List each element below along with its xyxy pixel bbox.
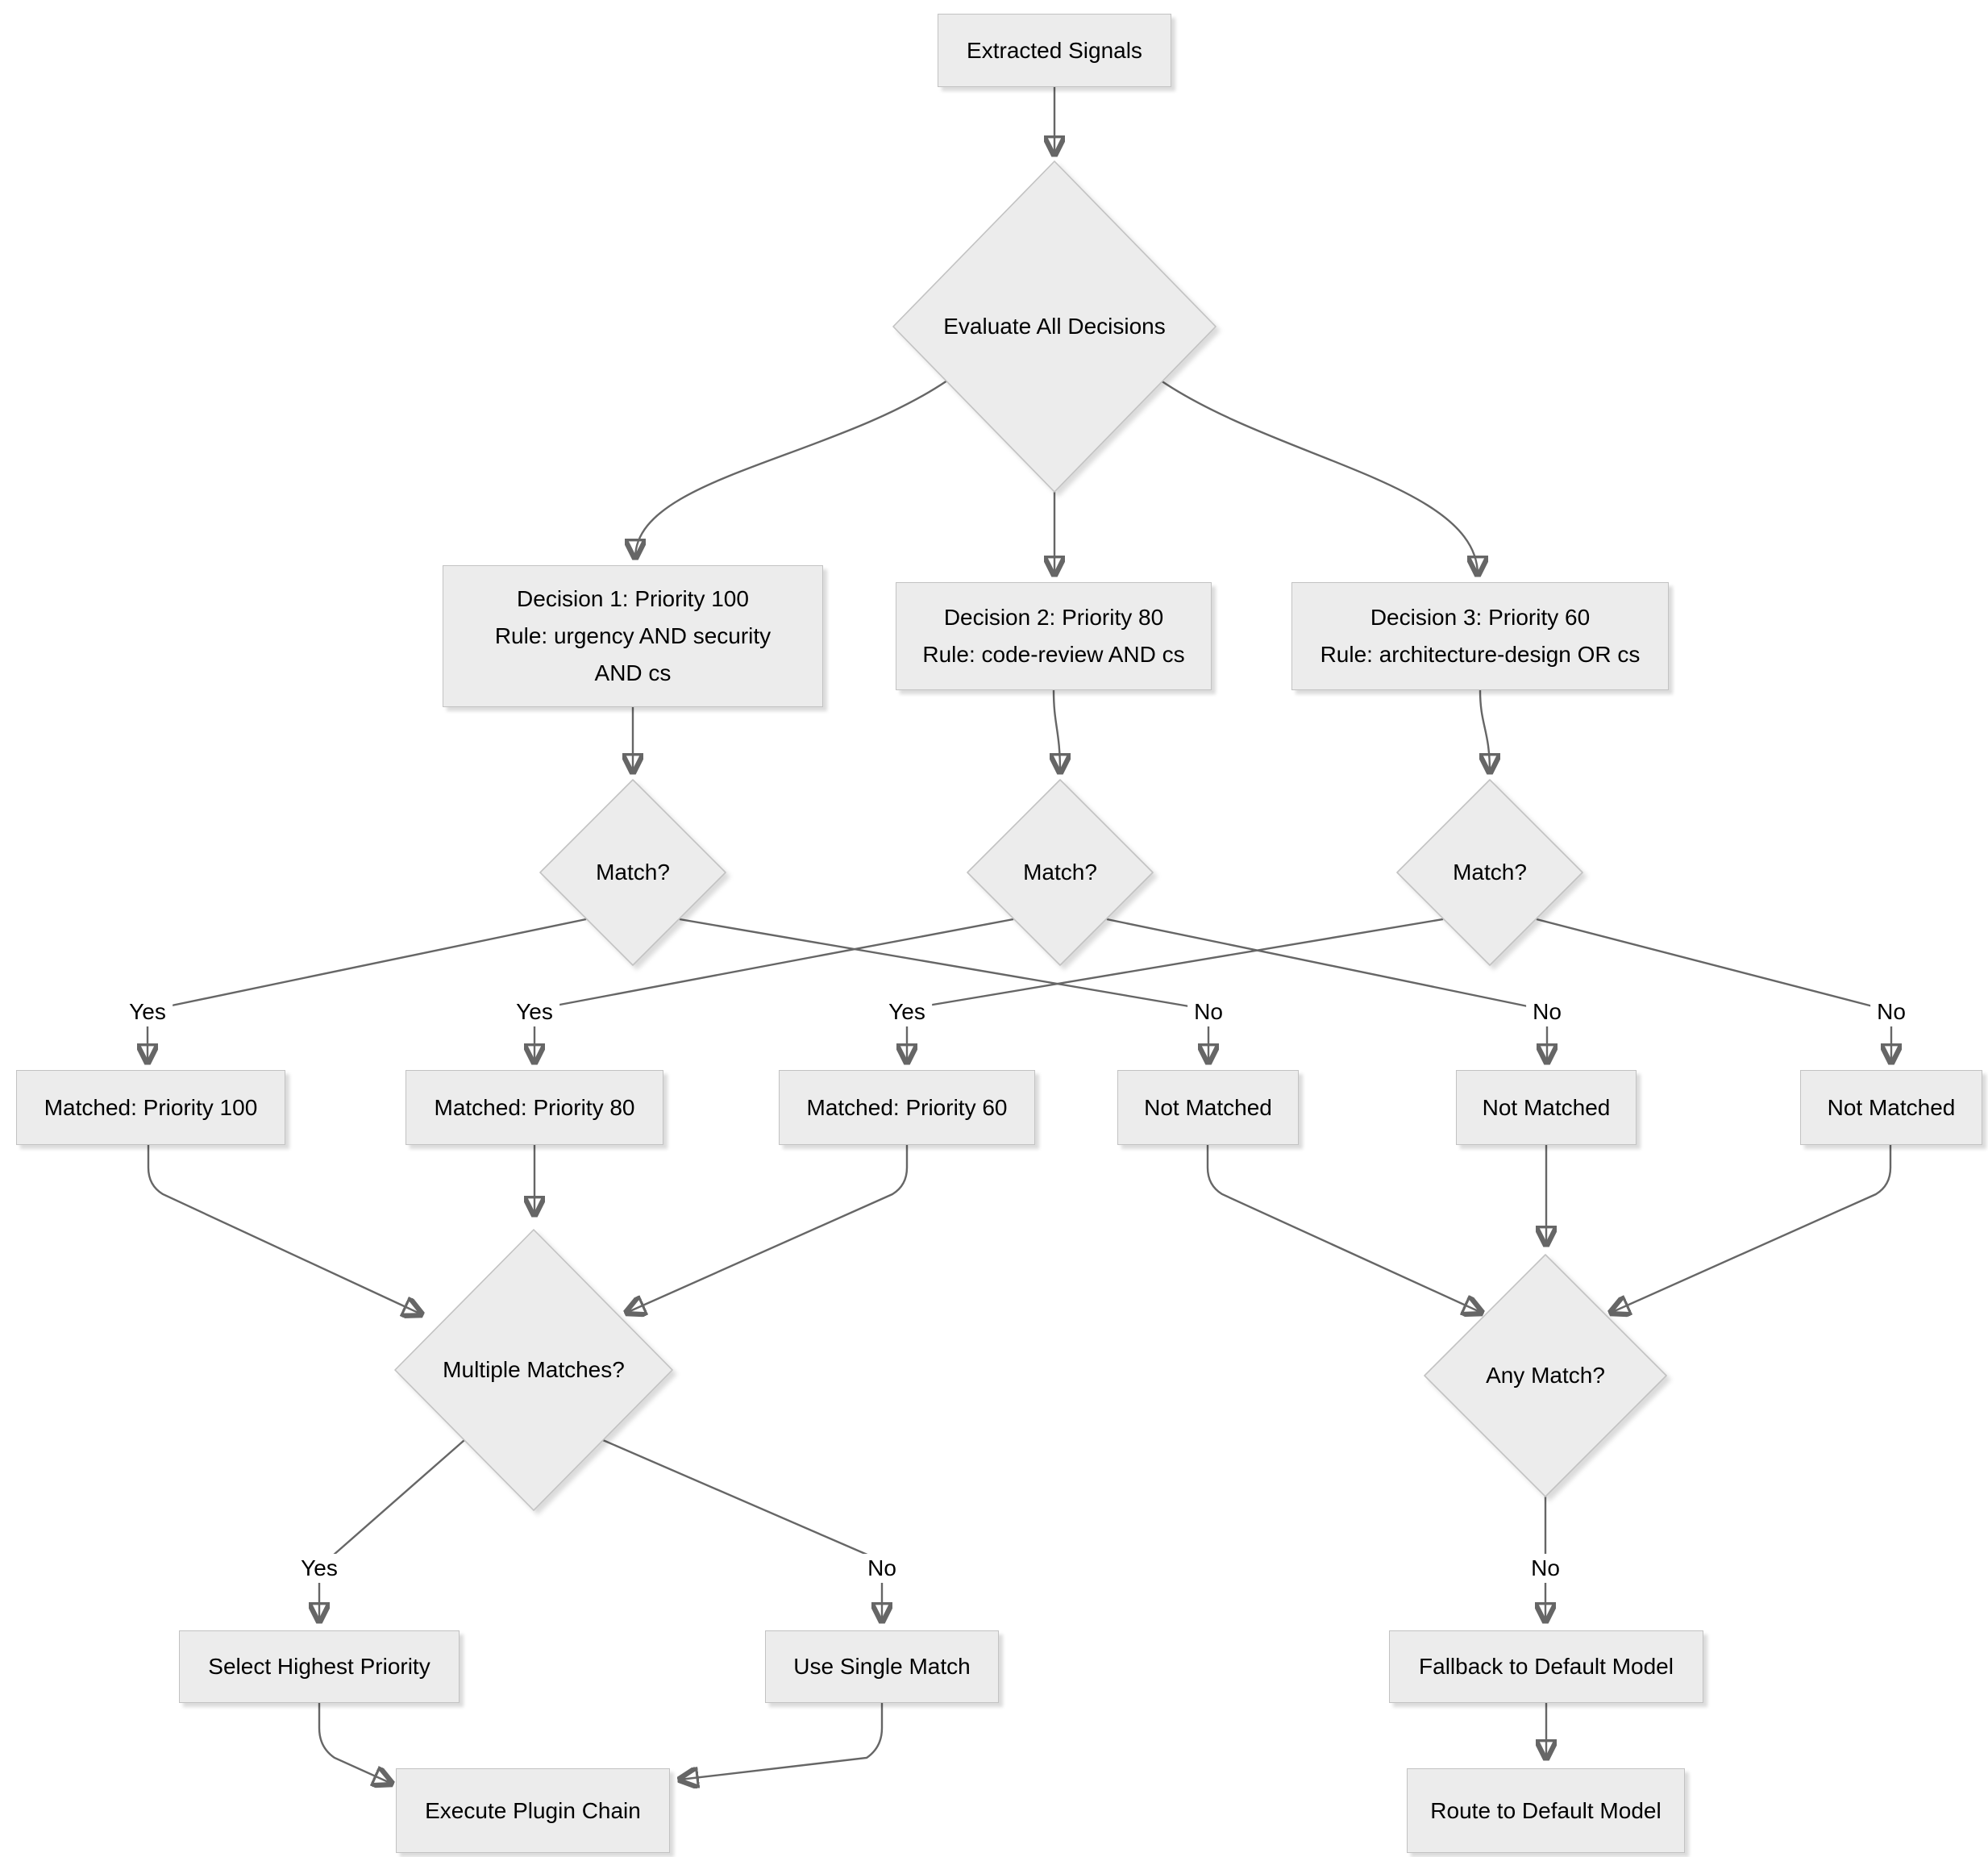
edge-label-no-3: No [1870, 997, 1912, 1026]
edge-label-no-2: No [1526, 997, 1568, 1026]
edge-match1-yes-diagonal [171, 918, 587, 1007]
any-match-diamond-shape [1424, 1254, 1667, 1497]
node-matched-80: Matched: Priority 80 [406, 1070, 663, 1145]
node-decision-3: Decision 3: Priority 60 Rule: architectu… [1291, 582, 1669, 690]
edge-evaluate-to-decision3 [1160, 380, 1478, 575]
edge-evaluate-to-decision1 [635, 380, 948, 558]
edge-decision3-to-match3 [1480, 689, 1490, 772]
edge-matched100-to-multiple [147, 1145, 422, 1314]
edge-notmatched1-to-anymatch [1206, 1145, 1482, 1313]
match2-diamond-shape [967, 779, 1154, 966]
node-fallback-default-model: Fallback to Default Model [1389, 1630, 1703, 1703]
match1-diamond-shape [539, 779, 726, 966]
node-matched-100: Matched: Priority 100 [16, 1070, 285, 1145]
label-match-3: Match? [1453, 860, 1527, 885]
edge-usesingle-to-execute [680, 1703, 884, 1780]
node-route-default-model: Route to Default Model [1407, 1768, 1685, 1853]
edge-decision2-to-match2 [1054, 689, 1060, 772]
edge-label-no-any: No [1524, 1554, 1566, 1583]
node-extracted-signals: Extracted Signals [938, 14, 1171, 87]
node-matched-60: Matched: Priority 60 [779, 1070, 1035, 1145]
node-use-single-match: Use Single Match [765, 1630, 999, 1703]
match3-diamond-shape [1396, 779, 1583, 966]
edge-multiple-no-diagonal [602, 1439, 870, 1557]
label-multiple-matches: Multiple Matches? [443, 1357, 625, 1382]
edge-match1-no-diagonal [679, 918, 1190, 1008]
edge-matched60-to-multiple [626, 1145, 909, 1313]
edge-match3-yes-diagonal [927, 918, 1444, 1007]
evaluate-all-diamond-shape [892, 160, 1217, 493]
node-select-highest-priority: Select Highest Priority [179, 1630, 460, 1703]
edge-notmatched3-to-anymatch [1611, 1145, 1892, 1313]
node-not-matched-2: Not Matched [1456, 1070, 1637, 1145]
edge-match2-no-diagonal [1106, 918, 1528, 1008]
multiple-matches-diamond-shape [394, 1229, 673, 1511]
edge-match3-no-diagonal [1536, 918, 1874, 1008]
edge-label-yes-2: Yes [509, 997, 559, 1026]
node-decision-2: Decision 2: Priority 80 Rule: code-revie… [896, 582, 1212, 690]
node-not-matched-3: Not Matched [1800, 1070, 1982, 1145]
label-match-2: Match? [1023, 860, 1097, 885]
edge-label-no-1: No [1187, 997, 1229, 1026]
edge-label-yes-3: Yes [882, 997, 932, 1026]
node-execute-plugin-chain: Execute Plugin Chain [396, 1768, 670, 1853]
node-not-matched-1: Not Matched [1117, 1070, 1299, 1145]
label-any-match: Any Match? [1486, 1363, 1605, 1388]
label-evaluate-all-decisions: Evaluate All Decisions [943, 314, 1166, 339]
edge-multiple-yes-diagonal [332, 1439, 465, 1556]
edge-label-yes-multiple: Yes [294, 1554, 344, 1583]
edge-select-to-execute [318, 1703, 392, 1784]
edge-match2-yes-diagonal [555, 918, 1014, 1007]
edge-label-yes-1: Yes [123, 997, 173, 1026]
label-match-1: Match? [596, 860, 670, 885]
node-decision-1: Decision 1: Priority 100 Rule: urgency A… [443, 565, 823, 707]
edge-label-no-multiple: No [861, 1554, 903, 1583]
